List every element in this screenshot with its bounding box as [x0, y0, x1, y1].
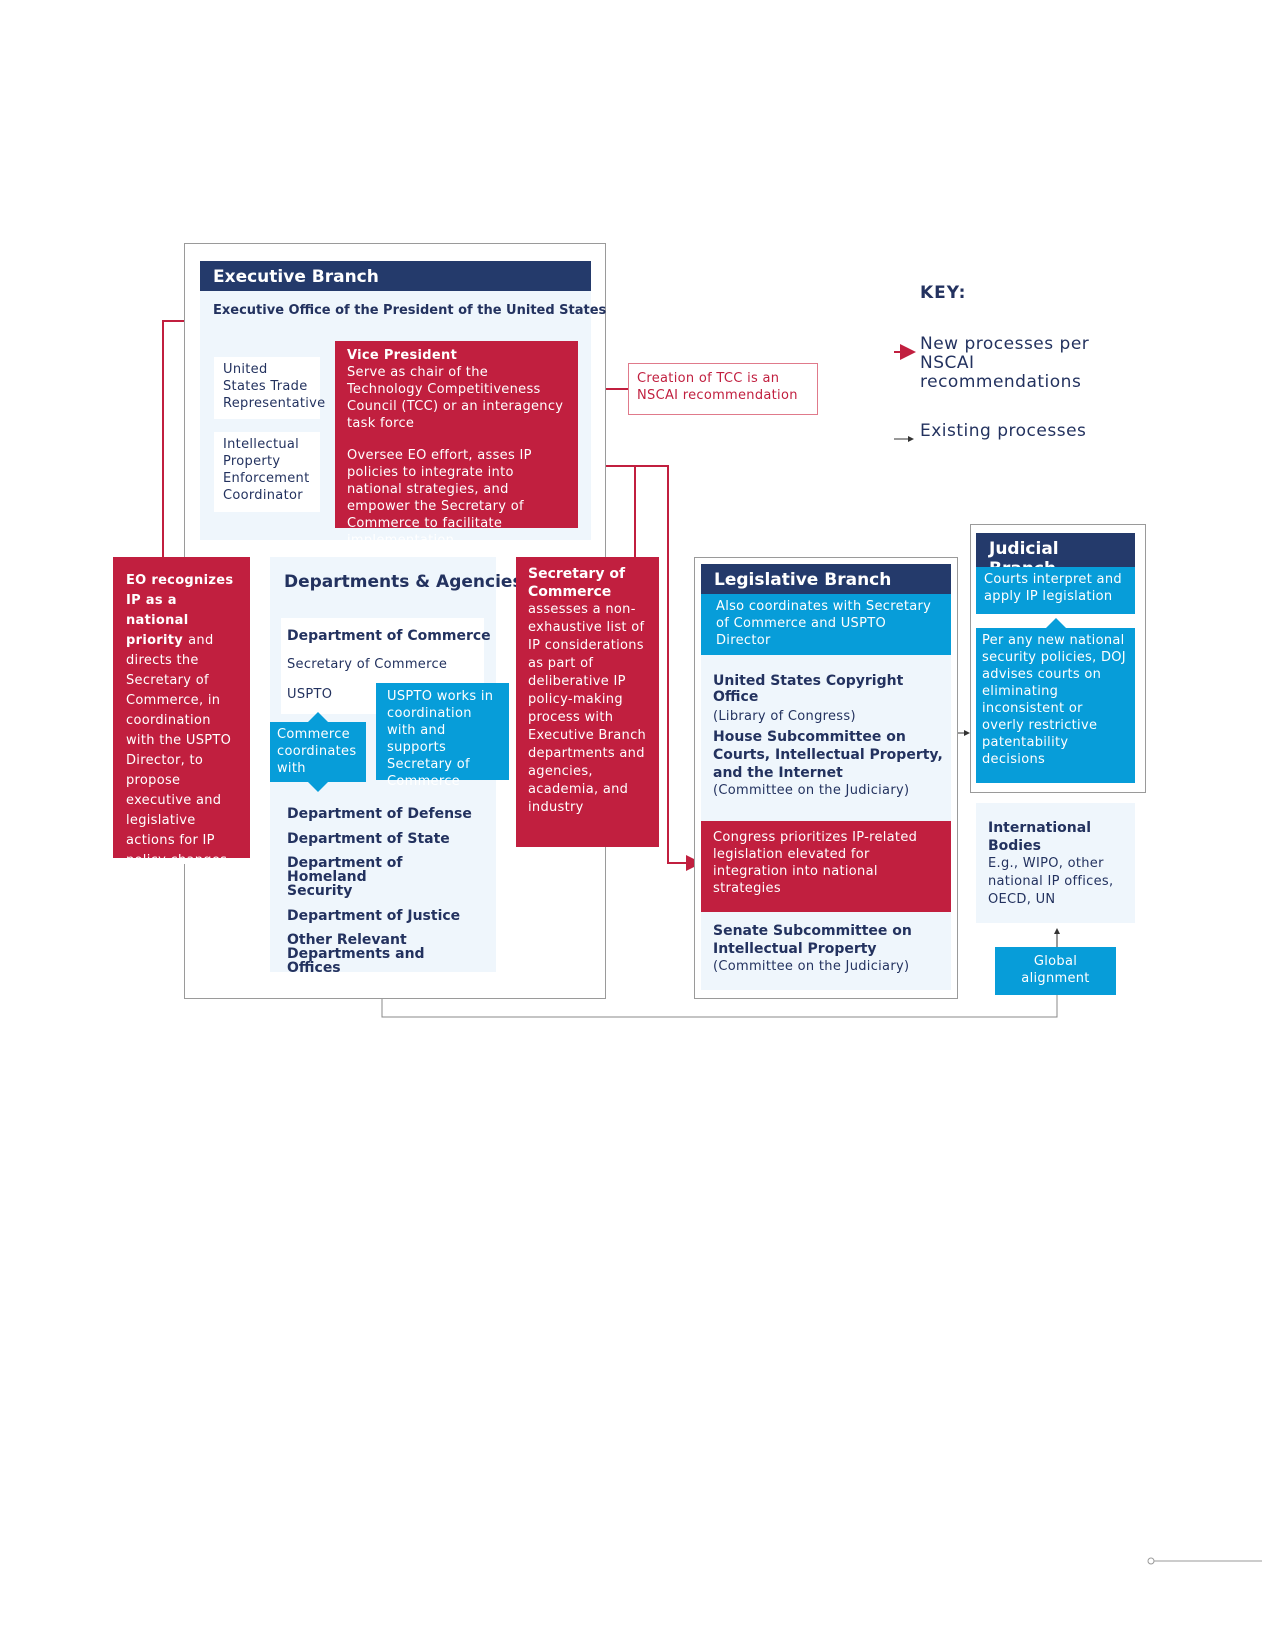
eo-lead: EO recognizes IP as a national priority	[126, 573, 234, 648]
secretary-of-commerce-label: Secretary of Commerce	[287, 657, 448, 672]
department-of-defense: Department of Defense	[287, 806, 472, 822]
commerce-coordinates-box: Commerce coordinates with	[270, 712, 366, 792]
eo-priority-box: EO recognizes IP as a national priority …	[113, 557, 250, 868]
senate-subcommittee-sub: (Committee on the Judiciary)	[713, 959, 910, 974]
doj-box: Per any new national security policies, …	[976, 618, 1135, 783]
copyright-office: United States Copyright Office (Library …	[713, 673, 949, 725]
secretary-of-commerce-box: Secretary of Commerce assesses a non-exh…	[516, 557, 659, 847]
eop-title: Executive Office of the President of the…	[213, 303, 607, 318]
vp-text-tcc: Serve as chair of the Technology Competi…	[347, 365, 564, 431]
department-list: Department of Defense Department of Stat…	[287, 806, 487, 975]
vp-to-congress-arrow	[635, 465, 702, 871]
department-of-commerce: Department of Commerce	[287, 628, 491, 644]
secretary-box-title: Secretary of Commerce	[528, 566, 626, 600]
ipec-box: Intellectual Property Enforcement Coordi…	[214, 432, 320, 512]
legislative-coordination-note: Also coordinates with Secretary of Comme…	[701, 594, 951, 665]
executive-branch-header: Executive Branch	[200, 261, 591, 291]
house-subcommittee-title: House Subcommittee on Courts, Intellectu…	[713, 729, 943, 781]
courts-box: Courts interpret and apply IP legislatio…	[976, 567, 1135, 614]
copyright-office-sub: (Library of Congress)	[713, 709, 856, 724]
other-relevant-departments: Other Relevant Departments and Offices	[287, 932, 425, 976]
judicial-branch-header: Judicial Branch	[976, 533, 1135, 579]
senate-panel: Senate Subcommittee on Intellectual Prop…	[701, 912, 951, 990]
department-of-justice: Department of Justice	[287, 908, 461, 924]
legislative-panel	[701, 655, 951, 821]
vp-title: Vice President	[347, 348, 458, 363]
uspto-label: USPTO	[287, 687, 333, 702]
departments-title: Departments & Agencies	[284, 572, 523, 592]
copyright-office-title: United States Copyright Office	[713, 673, 904, 705]
legend-existing-label: Existing processes	[920, 421, 1087, 441]
house-subcommittee: House Subcommittee on Courts, Intellectu…	[713, 728, 949, 799]
senate-subcommittee-title: Senate Subcommittee on Intellectual Prop…	[713, 923, 912, 957]
secretary-box-text: assesses a non-exhaustive list of IP con…	[528, 602, 647, 815]
congress-priority-box: Congress prioritizes IP-related legislat…	[701, 821, 951, 912]
global-alignment-box: Global alignment	[995, 947, 1116, 995]
vp-text-oversee: Oversee EO effort, asses IP policies to …	[347, 448, 532, 548]
eo-rest: and directs the Secretary of Commerce, i…	[126, 633, 232, 868]
legend-new-label: New processes per NSCAI recommendations	[920, 334, 1090, 392]
ustr-box: United States Trade Representative	[214, 357, 325, 419]
page-marker-dot	[1147, 1557, 1155, 1565]
vice-president-box: Vice President Serve as chair of the Tec…	[335, 341, 578, 548]
legislative-branch-header: Legislative Branch	[701, 564, 951, 594]
department-of-state: Department of State	[287, 831, 450, 847]
international-bodies-text: E.g., WIPO, other national IP offices, O…	[988, 856, 1114, 907]
international-bodies-box: International Bodies E.g., WIPO, other n…	[976, 803, 1135, 923]
international-bodies-title: International Bodies	[988, 820, 1092, 854]
tcc-note: Creation of TCC is an NSCAI recommendati…	[628, 363, 818, 415]
legend: KEY: New processes per NSCAI recommendat…	[920, 283, 1200, 463]
department-of-homeland-security: Department of Homeland Security	[287, 855, 403, 899]
legend-title: KEY:	[920, 283, 967, 303]
house-subcommittee-sub: (Committee on the Judiciary)	[713, 783, 910, 798]
uspto-works-box: USPTO works in coordination with and sup…	[376, 683, 509, 789]
